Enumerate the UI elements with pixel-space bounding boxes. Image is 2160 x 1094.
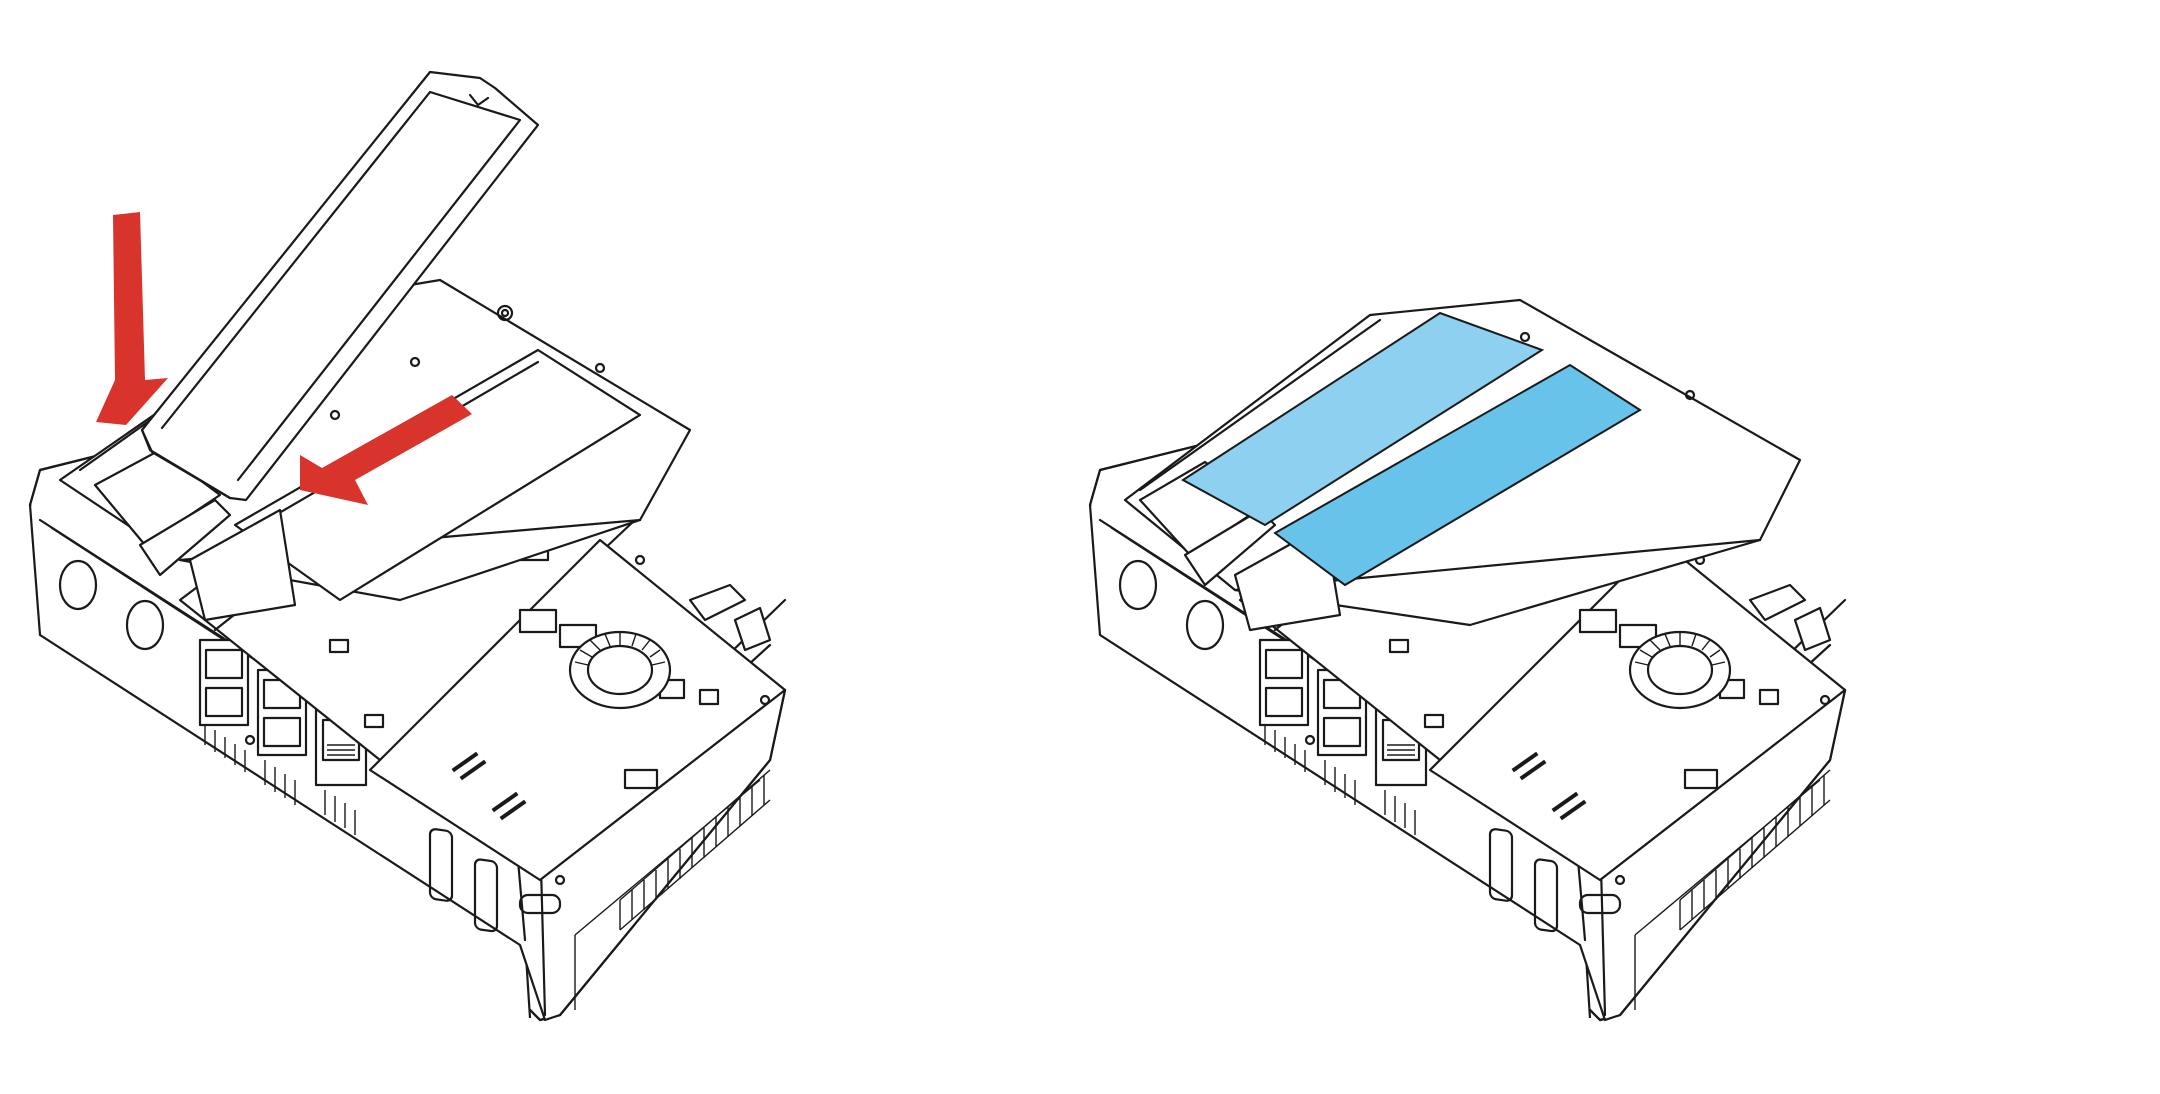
thermal-pad-left xyxy=(1181,311,1545,527)
apply-thermal-pads-step xyxy=(1088,298,1847,1022)
red-arrow-down-icon xyxy=(96,212,168,425)
m2-ssd-card xyxy=(140,70,540,502)
thermal-pad-right xyxy=(1273,363,1642,587)
red-arrow-diagonal-icon xyxy=(300,395,472,505)
insert-ssd-step xyxy=(28,70,787,1022)
